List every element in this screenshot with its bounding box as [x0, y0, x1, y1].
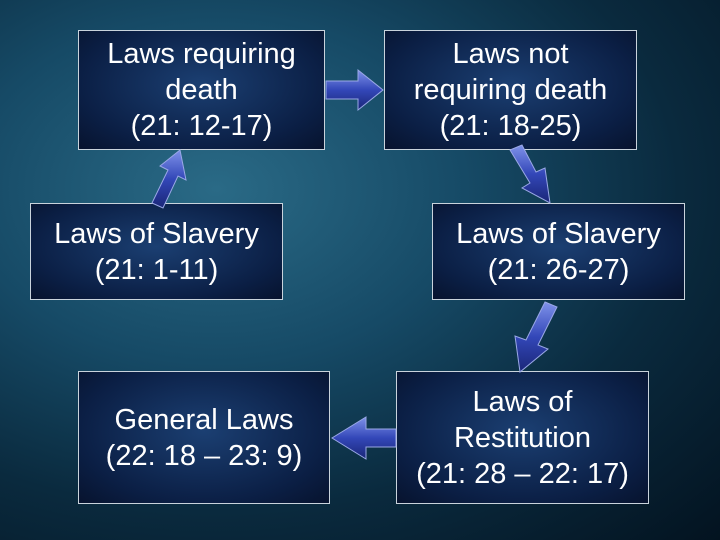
box-label: Laws not requiring death (21: 18-25): [413, 38, 608, 142]
arrow-slavery-to-restitution: [514, 301, 558, 373]
box-laws-of-restitution: Laws of Restitution (21: 28 – 22: 17): [396, 371, 649, 504]
arrow-slavery-to-death: [151, 149, 187, 209]
box-label: General Laws (22: 18 – 23: 9): [105, 403, 303, 472]
box-label: Laws of Slavery (21: 1-11): [54, 217, 259, 286]
box-label: Laws of Slavery (21: 26-27): [456, 217, 661, 286]
arrow-restitution-to-general: [331, 416, 397, 460]
arrow-death-to-not-death: [325, 68, 384, 112]
arrow-not-death-to-slavery: [509, 144, 551, 204]
box-laws-of-slavery-2: Laws of Slavery (21: 26-27): [432, 203, 685, 300]
box-label: Laws of Restitution (21: 28 – 22: 17): [416, 385, 629, 490]
box-label: Laws requiring death (21: 12-17): [107, 38, 296, 142]
box-laws-requiring-death: Laws requiring death (21: 12-17): [78, 30, 325, 150]
box-general-laws: General Laws (22: 18 – 23: 9): [78, 371, 330, 504]
box-laws-not-requiring-death: Laws not requiring death (21: 18-25): [384, 30, 637, 150]
